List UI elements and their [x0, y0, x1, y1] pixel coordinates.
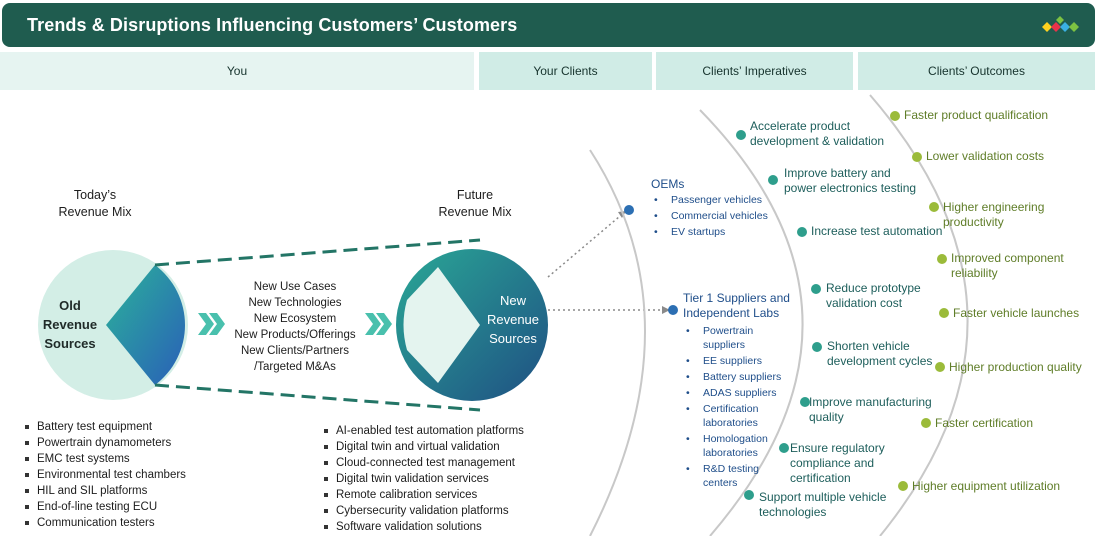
list-item: Remote calibration services	[323, 487, 563, 503]
header-bar: Trends & Disruptions Influencing Custome…	[2, 3, 1095, 47]
outcome-3: Higher engineering productivity	[943, 200, 1045, 229]
tab-clients-outcomes[interactable]: Clients’ Outcomes	[858, 52, 1095, 90]
list-item: EMC test systems	[24, 451, 224, 467]
list-item: Environmental test chambers	[24, 467, 224, 483]
new-revenue-label: New Revenue Sources	[486, 293, 540, 346]
list-item: Commercial vehicles	[651, 209, 781, 223]
future-old-leaf	[403, 267, 480, 383]
outcome-dot	[912, 152, 922, 162]
list-item: HIL and SIL platforms	[24, 483, 224, 499]
client-oems-list: Passenger vehicles Commercial vehicles E…	[651, 193, 781, 241]
outcome-dot	[921, 418, 931, 428]
outcome-dot	[898, 481, 908, 491]
tab-clients-imperatives[interactable]: Clients’ Imperatives	[656, 52, 853, 90]
old-revenue-label: Old Revenue Sources	[42, 298, 98, 351]
client-tier1-title: Tier 1 Suppliers and Independent Labs	[683, 291, 790, 320]
list-item: Communication testers	[24, 515, 224, 531]
list-item: Passenger vehicles	[651, 193, 781, 207]
client-oems-title: OEMs	[651, 177, 685, 191]
brand-logo-icon	[1042, 16, 1079, 32]
imperative-dot	[744, 490, 754, 500]
client-dot-oems	[624, 205, 634, 215]
page-title: Trends & Disruptions Influencing Custome…	[27, 15, 518, 35]
outcome-2: Lower validation costs	[926, 149, 1045, 163]
drivers-list: New Use Cases New Technologies New Ecosy…	[234, 281, 356, 373]
arc-clients	[589, 149, 646, 536]
outcome-dot	[929, 202, 939, 212]
connector-bottom	[154, 383, 481, 412]
chevron-arrow-left-icon	[198, 313, 225, 335]
pointer-oems	[547, 210, 627, 278]
list-item: End-of-line testing ECU	[24, 499, 224, 515]
imperative-dot	[768, 175, 778, 185]
list-item: EV startups	[651, 225, 781, 239]
new-sources-list: AI-enabled test automation platforms Dig…	[323, 423, 563, 535]
list-item: Software validation solutions	[323, 519, 563, 535]
list-item: AI-enabled test automation platforms	[323, 423, 563, 439]
outcome-1: Faster product qualification	[904, 108, 1049, 122]
list-item: Cloud-connected test management	[323, 455, 563, 471]
outcome-dot	[935, 362, 945, 372]
outcome-6: Higher production quality	[949, 360, 1082, 374]
outcome-dot	[890, 111, 900, 121]
list-item: Digital twin and virtual validation	[323, 439, 563, 455]
tab-your-clients[interactable]: Your Clients	[479, 52, 652, 90]
imperative-dot	[811, 284, 821, 294]
tab-you[interactable]: You	[0, 52, 474, 90]
old-revenue-leaf	[106, 265, 186, 385]
outcome-dot	[939, 308, 949, 318]
connector-top	[154, 238, 481, 267]
chevron-arrow-right-icon	[365, 313, 392, 335]
list-item: Battery suppliers	[683, 370, 793, 384]
old-sources-list: Battery test equipment Powertrain dynamo…	[24, 419, 224, 531]
list-item: Cybersecurity validation platforms	[323, 503, 563, 519]
imperative-dot	[797, 227, 807, 237]
list-item: EE suppliers	[683, 354, 793, 368]
imperative-3: Increase test automation	[811, 224, 943, 238]
outcome-8: Higher equipment utilization	[912, 479, 1061, 493]
list-item: ADAS suppliers	[683, 386, 793, 400]
future-revenue-title: Future Revenue Mix	[438, 188, 512, 219]
list-item: Digital twin validation services	[323, 471, 563, 487]
list-item: Powertrain dynamometers	[24, 435, 224, 451]
imperative-dot	[800, 397, 810, 407]
imperative-dot	[736, 130, 746, 140]
outcome-7: Faster certification	[935, 416, 1034, 430]
outcome-5: Faster vehicle launches	[953, 306, 1080, 320]
client-dot-tier1	[668, 305, 678, 315]
list-item: Battery test equipment	[24, 419, 224, 435]
imperative-dot	[812, 342, 822, 352]
today-revenue-title: Today’s Revenue Mix	[58, 188, 132, 219]
outcome-dot	[937, 254, 947, 264]
